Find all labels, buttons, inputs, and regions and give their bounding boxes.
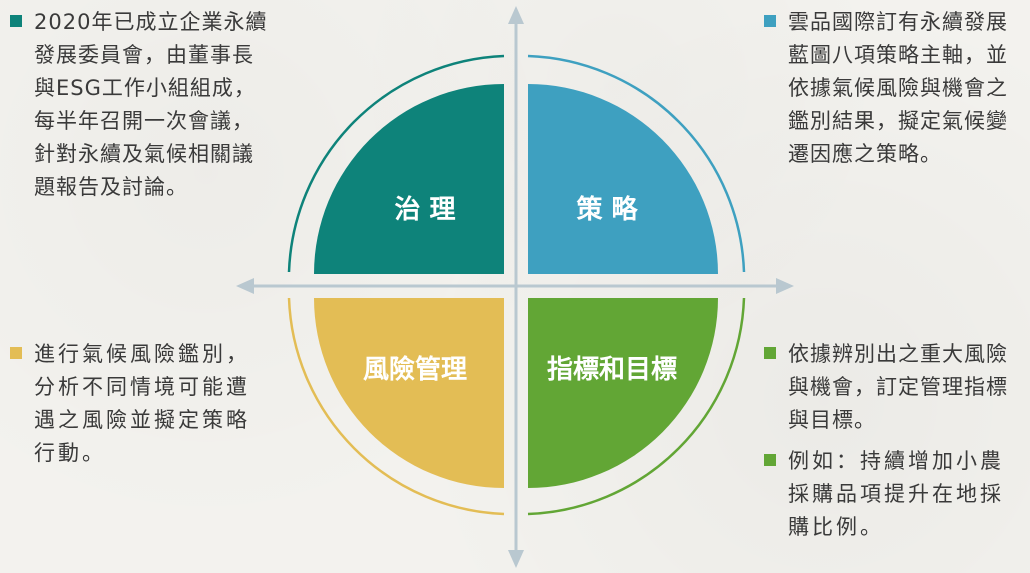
- quadrant-risk: [314, 298, 504, 488]
- text-line: 進行氣候風險鑑別，: [34, 342, 250, 366]
- quadrant-governance: [314, 84, 504, 274]
- text-line: 分析不同情境可能遭: [34, 375, 250, 399]
- text-line: 採購品項提升在地採: [788, 482, 1004, 506]
- text-line: 依據氣候風險與機會之: [788, 76, 1008, 100]
- text-line: 與ESG工作小組組成，: [34, 76, 256, 100]
- metrics-description: 依據辨別出之重大風險 與機會，訂定管理指標 與目標。 例如：持續增加小農 採購品…: [764, 338, 1008, 544]
- arrow-down-icon: [508, 550, 524, 568]
- risk-description: 進行氣候風險鑑別， 分析不同情境可能遭 遇之風險並擬定策略 行動。: [10, 338, 250, 470]
- text-line: 與機會，訂定管理指標: [788, 375, 1008, 399]
- arrow-up-icon: [508, 6, 524, 24]
- strategy-item: 雲品國際訂有永續發展 藍圖八項策略主軸，並 依據氣候風險與機會之 鑑別結果，擬定…: [764, 6, 1008, 171]
- arrow-right-icon: [776, 278, 794, 294]
- text-line: 行動。: [34, 441, 106, 465]
- metrics-item-2: 例如：持續增加小農 採購品項提升在地採 購比例。: [764, 445, 1008, 544]
- text-line: 針對永續及氣候相關議: [34, 142, 254, 166]
- text-line: 雲品國際訂有永續發展: [788, 10, 1008, 34]
- arc-risk: [287, 297, 505, 516]
- arrow-left-icon: [236, 278, 254, 294]
- strategy-description: 雲品國際訂有永續發展 藍圖八項策略主軸，並 依據氣候風險與機會之 鑑別結果，擬定…: [764, 6, 1008, 171]
- governance-item: 2020年已成立企業永續 發展委員會，由董事長 與ESG工作小組組成， 每半年召…: [10, 6, 267, 204]
- bullet-square-icon: [764, 347, 776, 359]
- text-line: 遷因應之策略。: [788, 142, 942, 166]
- bullet-square-icon: [764, 15, 776, 27]
- text-line: 依據辨別出之重大風險: [788, 342, 1008, 366]
- text-line: 鑑別結果，擬定氣候變: [788, 109, 1008, 133]
- text-line: 題報告及討論。: [34, 175, 188, 199]
- quadrant-strategy: [528, 84, 718, 274]
- bullet-square-icon: [10, 347, 22, 359]
- text-line: 遇之風險並擬定策略: [34, 408, 250, 432]
- bullet-square-icon: [10, 15, 22, 27]
- risk-item: 進行氣候風險鑑別， 分析不同情境可能遭 遇之風險並擬定策略 行動。: [10, 338, 250, 470]
- governance-description: 2020年已成立企業永續 發展委員會，由董事長 與ESG工作小組組成， 每半年召…: [10, 6, 267, 204]
- text-line: 發展委員會，由董事長: [34, 43, 254, 67]
- text-line: 每半年召開一次會議，: [34, 109, 254, 133]
- label-metrics: 指標和目標: [547, 355, 677, 385]
- arc-strategy: [527, 54, 746, 273]
- text-line: 與目標。: [788, 408, 876, 432]
- text-line: 2020年已成立企業永續: [34, 10, 268, 34]
- quadrant-metrics: [528, 298, 718, 488]
- label-governance: 治 理: [394, 195, 455, 225]
- text-line: 藍圖八項策略主軸，並: [788, 43, 1008, 67]
- arc-metrics: [527, 297, 746, 516]
- bullet-square-icon: [764, 454, 776, 466]
- metrics-item-1: 依據辨別出之重大風險 與機會，訂定管理指標 與目標。: [764, 338, 1008, 437]
- label-risk: 風險管理: [363, 354, 467, 385]
- text-line: 購比例。: [788, 515, 884, 539]
- text-line: 例如：持續增加小農: [788, 449, 1004, 473]
- arc-governance: [287, 54, 505, 273]
- label-strategy: 策 略: [576, 194, 638, 225]
